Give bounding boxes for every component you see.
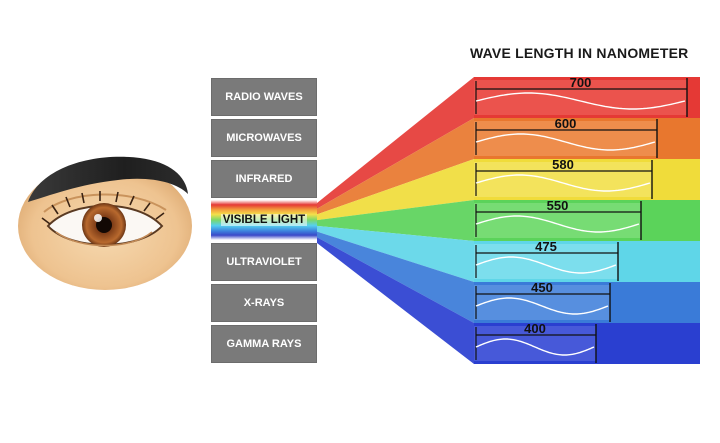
- label-gamma-rays: GAMMA RAYS: [211, 325, 317, 363]
- label-radio-waves: RADIO WAVES: [211, 78, 317, 116]
- visible-light-fan: [317, 77, 474, 364]
- wavelength-label-600: 600: [555, 116, 577, 131]
- wavelength-label-580: 580: [552, 157, 574, 172]
- wavelength-label-700: 700: [570, 75, 592, 90]
- label-infrared: INFRARED: [211, 160, 317, 198]
- wavelength-label-450: 450: [531, 280, 553, 295]
- label-x-rays: X-RAYS: [211, 284, 317, 322]
- label-microwaves: MICROWAVES: [211, 119, 317, 157]
- eye-highlight: [94, 214, 102, 222]
- wavelength-label-475: 475: [535, 239, 557, 254]
- eye-illustration: [18, 157, 192, 290]
- spectrum-labels: RADIO WAVES MICROWAVES INFRARED VISIBLE …: [211, 78, 317, 365]
- wavelength-label-400: 400: [524, 321, 546, 336]
- chart-title: WAVE LENGTH IN NANOMETER: [470, 45, 705, 61]
- label-ultraviolet: ULTRAVIOLET: [211, 243, 317, 281]
- label-visible-light: VISIBLE LIGHT: [211, 200, 317, 240]
- visible-light-text: VISIBLE LIGHT: [221, 214, 307, 226]
- wavelength-label-550: 550: [547, 198, 569, 213]
- wavelength-bars: 700 600 580 550 475 450 400: [474, 75, 700, 364]
